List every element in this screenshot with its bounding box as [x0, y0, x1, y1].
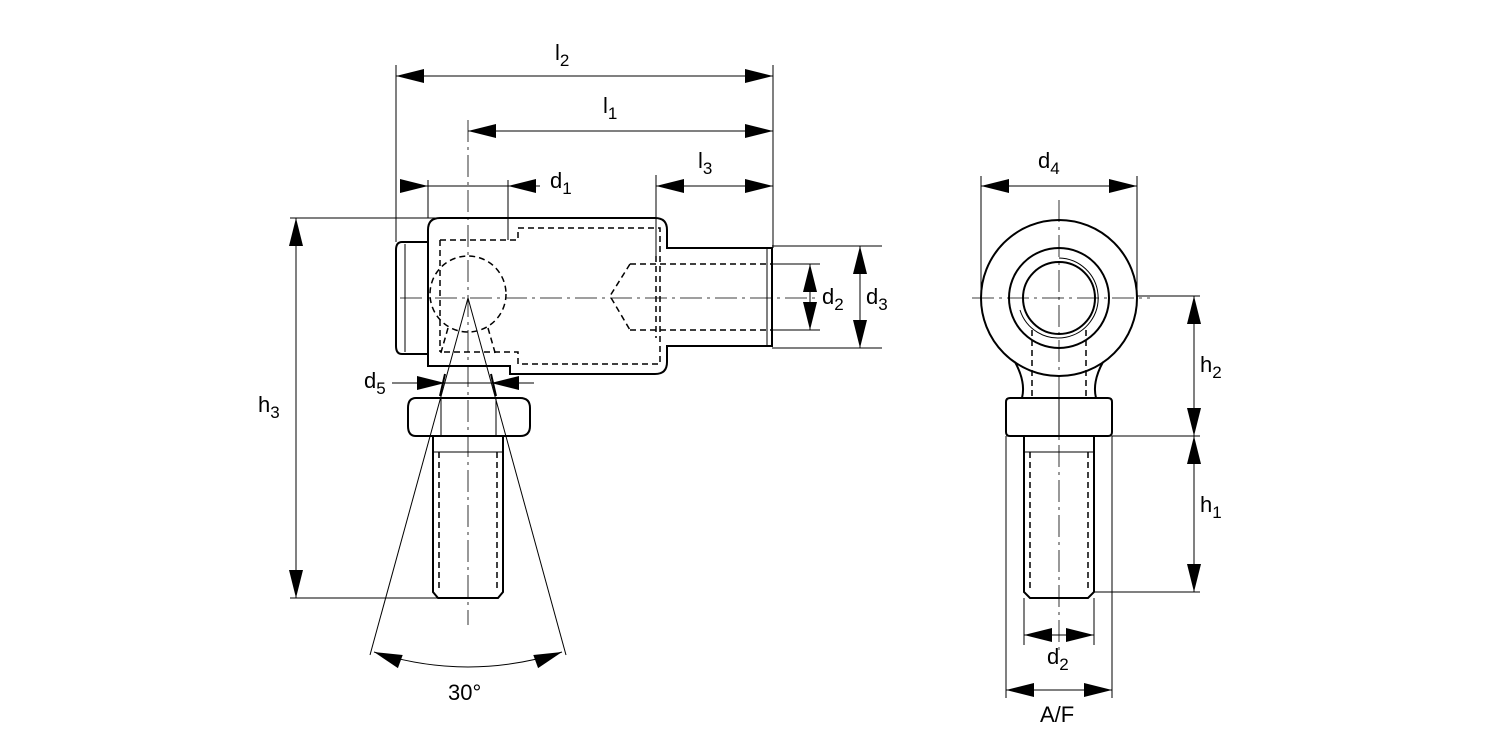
label-l2: l2 [555, 40, 569, 70]
label-d4: d4 [1038, 148, 1060, 178]
ball-cap [395, 241, 428, 355]
eye-neck [1014, 361, 1104, 399]
label-d1: d1 [550, 168, 572, 198]
label-l3: l3 [698, 148, 712, 178]
stud-neck [439, 373, 497, 397]
label-d2-side: d2 [822, 284, 844, 314]
label-l1: l1 [603, 93, 617, 123]
front-view: d4 h2 h1 d2 A/F [972, 148, 1222, 727]
label-af: A/F [1040, 702, 1074, 727]
side-view: l2 l1 l3 d1 d2 d3 d5 h3 30° [258, 40, 888, 705]
label-h2: h2 [1200, 352, 1222, 382]
front-hex [1005, 397, 1113, 437]
label-angle: 30° [448, 680, 481, 705]
label-d3: d3 [866, 284, 888, 314]
threaded-stud [432, 436, 504, 599]
label-d5: d5 [364, 368, 386, 398]
label-h3: h3 [258, 392, 280, 422]
label-d2-front: d2 [1047, 644, 1069, 674]
joint-body-outline [427, 217, 773, 375]
label-h1: h1 [1200, 492, 1222, 522]
hex-nut [407, 397, 531, 437]
